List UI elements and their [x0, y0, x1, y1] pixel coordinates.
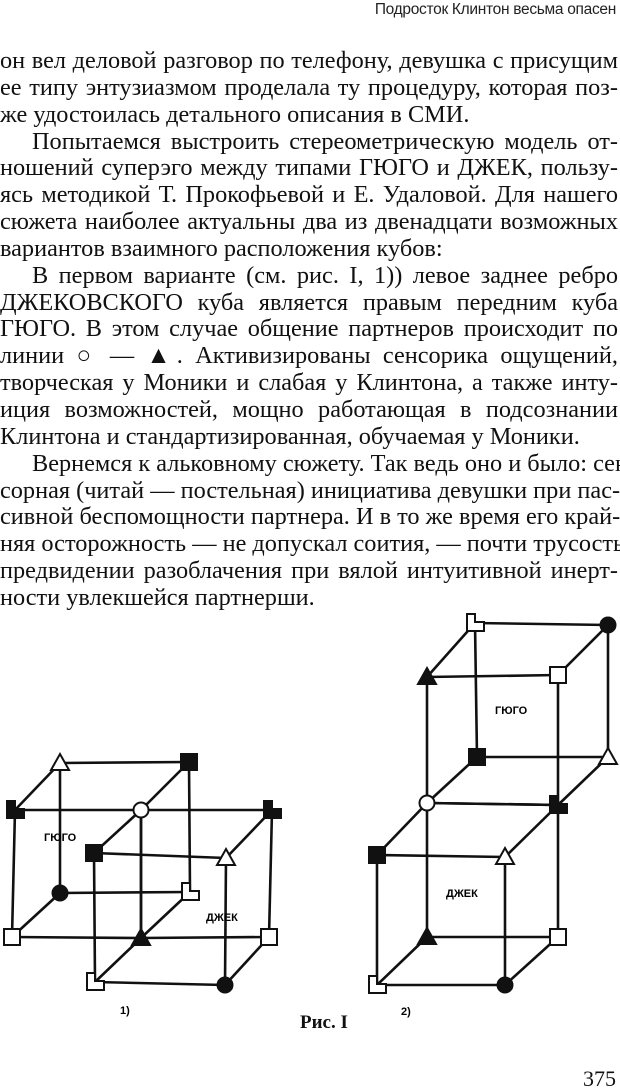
black-circle-icon: [599, 616, 617, 634]
open-circle-icon: [132, 801, 150, 819]
cube-edge: [474, 621, 609, 627]
black-square-icon: [468, 748, 486, 766]
black-triangle-icon: [416, 665, 438, 685]
label-gugo-2: ГЮГО: [495, 705, 528, 717]
text-line: няя осторожность — не допускал соития, —…: [0, 530, 620, 558]
text-line: предвидении разоблачения при вялой интуи…: [0, 557, 618, 585]
text-line: вариантов взаимного расположения кубов:: [0, 234, 443, 262]
cube-edge: [473, 622, 479, 758]
black-square-icon: [368, 846, 386, 864]
black-square-icon: [180, 753, 198, 771]
label-gugo-1: ГЮГО: [44, 832, 77, 844]
figure-caption: Рис. I: [300, 1012, 348, 1033]
sub-label-2: 2): [401, 1006, 411, 1018]
text-line: ясь методикой Т. Прокофьевой и Е. Удалов…: [0, 181, 618, 209]
text-line: В первом варианте (см. рис. I, 1)) левое…: [32, 261, 618, 289]
cube-edge: [426, 673, 559, 679]
text-line: Клинтона и стандартизированная, обучаема…: [0, 422, 580, 450]
black-circle-icon: [496, 976, 514, 994]
cube-edge: [10, 809, 17, 938]
text-line: ДЖЕКОВСКОГО куба является правым передни…: [0, 288, 618, 316]
open-l-icon: [181, 882, 200, 901]
text-line: творческая у Моники и слабая у Клинтона,…: [0, 369, 618, 397]
cube-edge: [59, 760, 190, 765]
text-line: ее типу энтузиазмом проделала ту процеду…: [0, 73, 618, 101]
black-circle-icon: [51, 884, 69, 902]
text-line: он вел деловой разговор по телефону, дев…: [0, 47, 618, 74]
text-line: линии ○ — ▲. Активизированы сенсорика ощ…: [0, 342, 618, 370]
label-jack-1: ДЖЕК: [206, 912, 238, 924]
black-l-icon: [549, 795, 568, 814]
cube-edge: [140, 935, 270, 940]
open-square-icon: [3, 928, 21, 946]
text-line: же удостоилась детального описания в СМИ…: [0, 100, 470, 128]
cube-edge: [93, 851, 227, 860]
black-triangle-icon: [416, 925, 438, 945]
black-l-icon: [6, 800, 25, 819]
text-line: ношений суперэго между типами ГЮГО и ДЖЕ…: [0, 154, 618, 182]
open-square-icon: [549, 928, 567, 946]
open-circle-icon: [418, 794, 436, 812]
cube-edge: [223, 857, 228, 986]
open-square-icon: [549, 666, 567, 684]
black-l-icon: [263, 800, 282, 819]
open-square-icon: [260, 928, 278, 946]
open-triangle-icon: [49, 751, 71, 771]
black-triangle-icon: [130, 926, 152, 946]
body-text: он вел деловой разговор по телефону, дев…: [0, 47, 620, 612]
open-l-icon: [86, 972, 105, 991]
cube-edge: [59, 890, 191, 895]
cube-edge: [426, 801, 559, 807]
text-line: иция возможностей, мощно работающая в по…: [0, 395, 618, 423]
cube-edge: [187, 761, 192, 893]
cube-edge: [94, 980, 226, 987]
text-line: сюжета наиболее актуальны два из двенадц…: [0, 208, 618, 236]
text-line: Вернемся к альковному сюжету. Так ведь о…: [32, 449, 620, 477]
running-header: Подросток Клинтон весьма опасен: [374, 1, 616, 18]
black-square-icon: [85, 844, 103, 862]
open-triangle-icon: [597, 745, 619, 765]
open-triangle-icon: [215, 846, 237, 866]
open-l-icon: [466, 613, 485, 632]
text-line: сивной беспомощности партнера. И в то же…: [0, 503, 620, 531]
sub-label-1: 1): [120, 1005, 130, 1017]
text-line: сорная (читай — постельная) инициатива д…: [0, 476, 620, 504]
open-triangle-icon: [494, 845, 516, 865]
cube-edge: [267, 809, 274, 938]
page-number: 375: [583, 1066, 616, 1091]
text-line: ности увлекшейся партнерши.: [0, 583, 315, 611]
text-line: Попытаемся выстроить стереометрическую м…: [32, 127, 618, 155]
cube-edge: [92, 852, 97, 983]
black-circle-icon: [216, 976, 234, 994]
label-jack-2: ДЖЕК: [446, 888, 478, 900]
open-l-icon: [368, 975, 387, 994]
cube-edge: [376, 853, 506, 859]
text-line: ГЮГО. В этом случае общение партнеров пр…: [0, 315, 618, 343]
cube-edge: [11, 935, 142, 940]
